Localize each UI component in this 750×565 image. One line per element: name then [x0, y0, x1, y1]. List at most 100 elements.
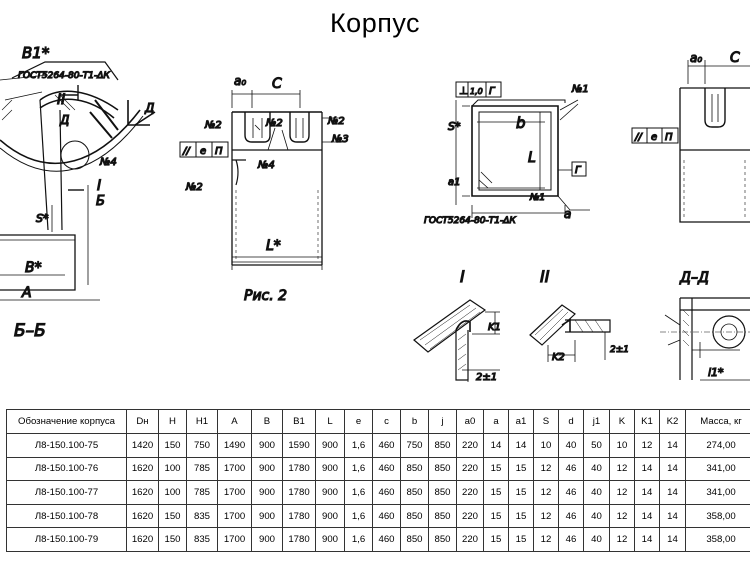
fig2-c-label: C	[272, 76, 282, 92]
table-cell: 274,00	[685, 433, 750, 458]
table-cell: 1,6	[344, 503, 373, 529]
table-cell: 12	[609, 480, 635, 505]
technical-drawing: B1* ГОСТ5264-80-Т1-ΔК II I Д Д №4 Б S* B…	[0, 43, 750, 384]
table-cell: 12	[533, 503, 559, 529]
table-cell: 341,00	[685, 456, 750, 482]
section-box-a1-label: a1	[448, 177, 461, 188]
column-header: a	[483, 409, 509, 434]
fig2-a0-label: a₀	[234, 74, 246, 88]
table-cell: 15	[508, 527, 534, 552]
detail-1-k-label: K1	[488, 322, 501, 333]
table-cell: 15	[483, 480, 509, 505]
section-bb-gost-label: ГОСТ5264-80-Т1-ΔК	[18, 71, 110, 81]
fig2-l-star-label: L*	[266, 238, 281, 254]
table-cell: 40	[583, 503, 610, 529]
right-view-flatness-frame: // е П	[631, 127, 679, 144]
table-cell: 46	[558, 456, 584, 482]
column-header: a1	[508, 409, 534, 434]
table-cell: 1700	[217, 503, 252, 529]
section-box-gost-label: ГОСТ5264-80-Т1-ΔК	[424, 216, 516, 226]
column-header: c	[372, 409, 401, 434]
section-box-l-label: L	[528, 150, 536, 166]
table-cell: 850	[400, 480, 429, 505]
section-dd-drawing	[660, 297, 750, 381]
table-cell: 12	[533, 456, 559, 482]
table-cell: 40	[583, 527, 610, 552]
table-cell: 50	[583, 433, 610, 458]
table-cell: 850	[428, 503, 457, 529]
table-cell: 14	[634, 480, 660, 505]
right-view-drawing	[679, 60, 750, 223]
fig2-drawing	[231, 90, 345, 270]
spec-table: Обозначение корпуса Dн H H1 A B B1 L e c…	[6, 409, 750, 552]
perp-datum: Г	[489, 86, 496, 97]
section-box-n1-label: №1	[529, 193, 545, 203]
table-cell: 14	[508, 433, 534, 458]
table-cell: 14	[634, 527, 660, 552]
fig2-num-2-mid-label: №2	[265, 118, 283, 129]
table-cell: 850	[428, 480, 457, 505]
table-cell: 1780	[282, 503, 316, 529]
row-designation-cell: Л8-150.100-78	[6, 503, 127, 529]
section-bb-b-star-label: B*	[25, 260, 42, 276]
table-cell: 835	[186, 527, 218, 552]
table-cell: 785	[186, 456, 218, 482]
column-header: j1	[583, 409, 610, 434]
table-cell: 150	[158, 433, 187, 458]
fig2-caption: Рис. 2	[244, 288, 287, 304]
section-bb-drawing	[0, 61, 156, 301]
table-cell: 900	[251, 527, 283, 552]
table-cell: 10	[609, 433, 635, 458]
table-cell: 900	[251, 433, 283, 458]
section-bb-s-label: S*	[36, 212, 49, 225]
table-cell: 14	[659, 527, 686, 552]
table-cell: 12	[609, 456, 635, 482]
table-cell: 900	[251, 456, 283, 482]
section-box-g-frame: Г	[571, 161, 587, 177]
perp-symbol: ⊥	[459, 86, 468, 97]
table-cell: 46	[558, 503, 584, 529]
table-cell: 46	[558, 527, 584, 552]
table-cell: 220	[456, 480, 484, 505]
table-cell: 1700	[217, 480, 252, 505]
table-cell: 850	[428, 456, 457, 482]
table-cell: 12	[533, 480, 559, 505]
table-cell: 460	[372, 527, 401, 552]
column-header: d	[558, 409, 584, 434]
fig2-flatness-frame: // е П	[179, 141, 229, 158]
table-cell: 10	[533, 433, 559, 458]
detail-1-dim-label: 2±1	[476, 372, 497, 383]
table-cell: 150	[158, 527, 187, 552]
table-cell: 15	[508, 503, 534, 529]
table-cell: 460	[372, 503, 401, 529]
table-cell: 14	[659, 433, 686, 458]
detail-1-title: I	[460, 267, 465, 286]
table-cell: 460	[372, 480, 401, 505]
section-bb-detail-2-label: II	[57, 92, 65, 108]
table-cell: 1,6	[344, 433, 373, 458]
table-cell: 850	[400, 456, 429, 482]
table-cell: 1620	[126, 480, 159, 505]
section-bb-b1-label: B1*	[22, 44, 50, 62]
table-cell: 900	[251, 503, 283, 529]
section-bb-d-label-left: Д	[59, 113, 69, 127]
table-cell: 1490	[217, 433, 252, 458]
table-cell: 900	[251, 480, 283, 505]
right-view-c-label: C	[730, 50, 740, 66]
section-bb-b-label: Б	[96, 194, 105, 209]
section-bb-caption: Б–Б	[14, 321, 46, 341]
section-box-g-label: Г	[575, 165, 582, 176]
fig2-num-2-low-label: №2	[185, 182, 203, 193]
table-cell: 1700	[217, 527, 252, 552]
table-cell: 12	[634, 433, 660, 458]
table-cell: 1780	[282, 456, 316, 482]
table-cell: 14	[483, 433, 509, 458]
column-header: S	[533, 409, 559, 434]
column-header: e	[344, 409, 373, 434]
right-view-flatness-symbol: //	[634, 132, 643, 143]
detail-2-title: II	[540, 267, 550, 286]
row-designation-cell: Л8-150.100-77	[6, 480, 127, 505]
